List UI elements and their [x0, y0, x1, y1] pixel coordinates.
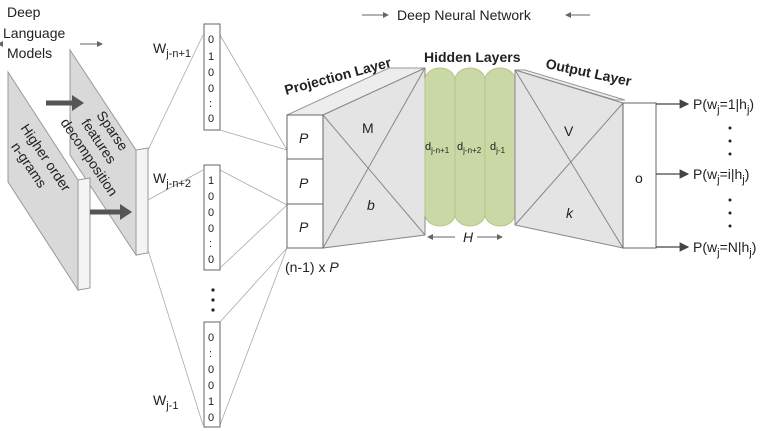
bit: 0	[208, 191, 214, 203]
projection-size: (n-1) x P	[285, 259, 339, 275]
bit: 0	[208, 332, 214, 344]
bit: 1	[208, 175, 214, 187]
output-k: k	[566, 205, 574, 221]
output-o: o	[635, 170, 643, 186]
svg-text:Language: Language	[3, 25, 66, 41]
bit: 0	[208, 34, 214, 46]
sparse-features-slab: Sparse features decomposition	[57, 48, 149, 257]
bit: 0	[208, 223, 214, 235]
hidden-title: Hidden Layers	[424, 49, 521, 65]
header: Deep Neural Network	[362, 7, 590, 23]
bit: 1	[208, 396, 214, 408]
models-label: Deep Language Models	[0, 4, 103, 61]
bit: :	[209, 238, 212, 250]
projection-b: b	[367, 197, 375, 213]
hidden-unit: dj-n+2	[457, 141, 482, 155]
svg-text:Wj-n+2: Wj-n+2	[153, 170, 191, 190]
input-vector-3: Wj-1 0 : 0 0 1 0	[153, 321, 221, 428]
svg-text:Deep: Deep	[7, 4, 41, 20]
input-vector-1: Wj-n+1 0 1 0 0 : 0	[153, 23, 221, 131]
bit: 0	[208, 254, 214, 266]
header-title: Deep Neural Network	[397, 7, 532, 23]
hidden-width-label: H	[463, 229, 474, 245]
svg-text:Wj-1: Wj-1	[153, 392, 178, 412]
prob-N: P(wj=N|hj)	[693, 239, 756, 259]
projection-layer: Projection Layer M b P P P (n-1) x P	[283, 54, 426, 275]
svg-text:Models: Models	[7, 45, 52, 61]
svg-text:Wj-n+1: Wj-n+1	[153, 40, 191, 60]
projection-cell: P	[299, 219, 309, 235]
input-ellipsis	[211, 288, 215, 312]
hidden-unit: dj-1	[490, 141, 506, 155]
bit: 0	[208, 83, 214, 95]
input-connections	[147, 34, 288, 426]
slab-arrows	[46, 95, 132, 220]
projection-cell: P	[299, 175, 309, 191]
bit: 1	[208, 51, 214, 63]
input-vector-2: Wj-n+2 1 0 0 0 : 0	[153, 164, 221, 271]
hidden-layers: Hidden Layers dj-n+1 dj-n+2 dj-1 H	[424, 49, 521, 245]
bit: :	[209, 348, 212, 360]
output-probabilities: P(wj=1|hj) P(wj=i|hj) P(wj=N|hj)	[693, 96, 756, 259]
hidden-unit: dj-n+1	[425, 141, 450, 155]
bit: 0	[208, 380, 214, 392]
bit: 0	[208, 207, 214, 219]
projection-M: M	[362, 120, 374, 136]
output-layer: Output Layer V k o	[514, 55, 657, 249]
bit: :	[209, 98, 212, 110]
output-V: V	[564, 123, 574, 139]
bit: 0	[208, 412, 214, 424]
bit: 0	[208, 67, 214, 79]
prob-1: P(wj=1|hj)	[693, 96, 754, 116]
projection-cell: P	[299, 130, 309, 146]
bit: 0	[208, 364, 214, 376]
output-arrows	[656, 99, 690, 252]
prob-i: P(wj=i|hj)	[693, 166, 749, 186]
bit: 0	[208, 113, 214, 125]
